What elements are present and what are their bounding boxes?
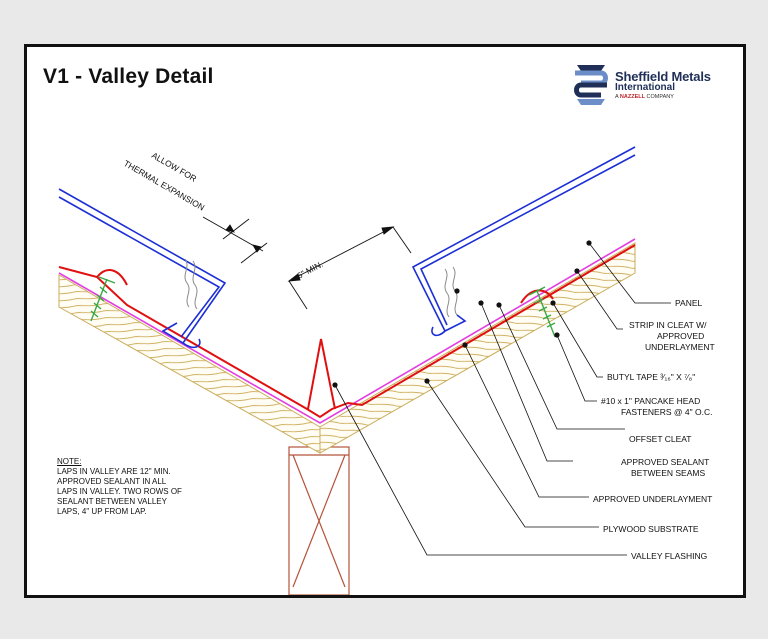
callout-fastener-1: #10 x 1" PANCAKE HEAD [601, 396, 700, 406]
page-title: V1 - Valley Detail [43, 65, 214, 88]
note-line-2: APPROVED SEALANT IN ALL [57, 477, 167, 486]
company-logo: Sheffield Metals International A NAZZELL… [571, 61, 741, 109]
callout-strip-in-cleat-1: STRIP IN CLEAT W/ [629, 320, 707, 330]
callout-strip-in-cleat-3: UNDERLAYMENT [645, 342, 715, 352]
min-gap-label: 6" MIN. [295, 259, 324, 281]
logo-company-sub: International [615, 82, 676, 93]
callout-fastener-2: FASTENERS @ 4" O.C. [621, 407, 712, 417]
callout-butyl-tape: BUTYL TAPE ³⁄₁₆" X ⁷⁄₈" [607, 372, 695, 382]
logo-company-name: Sheffield Metals [615, 69, 711, 84]
note-line-5: LAPS, 4" UP FROM LAP. [57, 507, 147, 516]
callout-sealant-2: BETWEEN SEAMS [631, 468, 705, 478]
callout-panel: PANEL [675, 298, 703, 308]
left-metal-panel [58, 188, 227, 349]
callout-valley-flashing: VALLEY FLASHING [631, 551, 707, 561]
valley-flashing-line [58, 244, 636, 419]
note-line-1: LAPS IN VALLEY ARE 12" MIN. [57, 467, 171, 476]
left-seam-clip [184, 258, 198, 310]
note-heading: NOTE: [57, 457, 82, 466]
right-fastener-icon [528, 286, 556, 338]
underlayment-line [58, 238, 636, 424]
logo-mark-icon [574, 65, 608, 105]
left-flashing-hem [96, 269, 128, 286]
thermal-expansion-dimension [202, 216, 268, 264]
callout-sealant-1: APPROVED SEALANT [621, 457, 709, 467]
logo-tagline: A NAZZELL COMPANY [615, 94, 674, 100]
min-gap-dimension [287, 226, 412, 310]
plywood-substrate-right [319, 242, 636, 454]
note-line-3: LAPS IN VALLEY. TWO ROWS OF [57, 487, 182, 496]
left-fastener-icon [90, 276, 116, 322]
drawing-sheet: V1 - Valley Detail Sheffield Metals Inte… [24, 44, 746, 598]
valley-detail-drawing: ALLOW FOR THERMAL EXPANSION 6" MIN. [58, 146, 715, 595]
callout-underlayment: APPROVED UNDERLAYMENT [593, 494, 712, 504]
callout-offset-cleat: OFFSET CLEAT [629, 434, 692, 444]
callout-dots [332, 240, 592, 388]
callout-leaders [334, 242, 671, 556]
valley-framing-block [288, 446, 350, 595]
callout-plywood: PLYWOOD SUBSTRATE [603, 524, 699, 534]
valley-note: NOTE: LAPS IN VALLEY ARE 12" MIN. APPROV… [57, 457, 247, 517]
right-metal-panel [411, 146, 636, 337]
note-line-4: SEALANT BETWEEN VALLEY [57, 497, 167, 506]
callout-strip-in-cleat-2: APPROVED [657, 331, 704, 341]
valley-flashing-crimp [307, 338, 336, 410]
